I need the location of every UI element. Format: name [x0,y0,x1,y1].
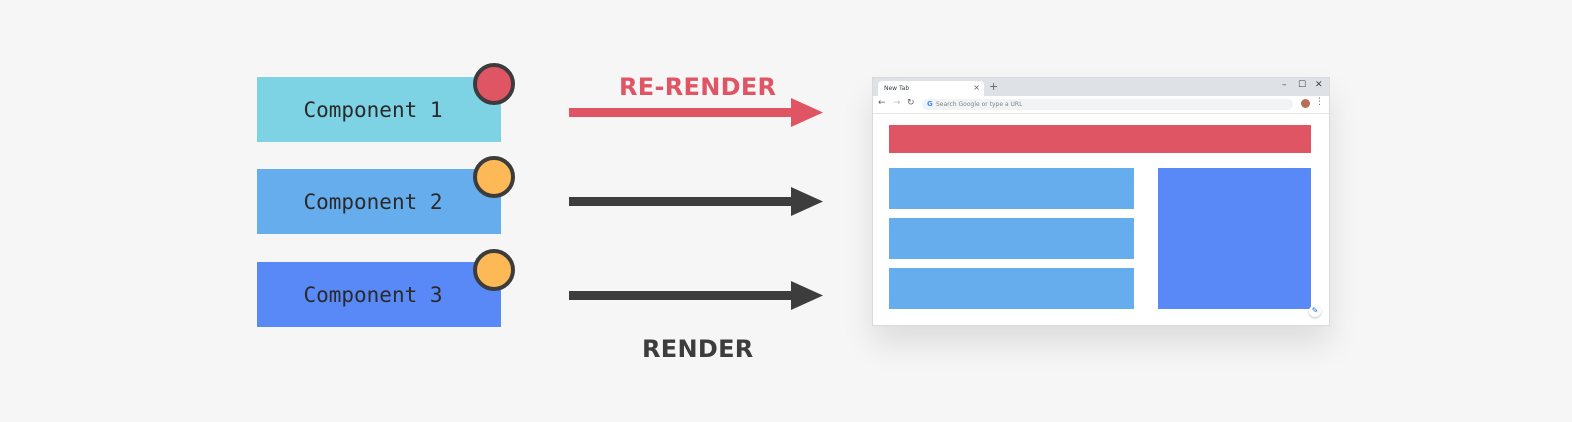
page-header-block [889,125,1311,153]
tab-strip: New Tab × + – ☐ ✕ [873,78,1329,96]
component-1-box: Component 1 [257,77,501,142]
component-2-status-dot [473,156,515,198]
tab-close-icon[interactable]: × [973,83,980,92]
page-list-block-1 [889,168,1134,209]
close-window-icon[interactable]: ✕ [1315,80,1323,90]
component-1-label: Component 1 [303,97,443,122]
omnibox-input[interactable]: G Search Google or type a URL [922,99,1293,110]
back-icon[interactable]: ← [878,98,886,108]
menu-icon[interactable]: ⋮ [1315,97,1324,107]
reload-icon[interactable]: ↻ [907,98,915,108]
browser-toolbar: ← → ↻ G Search Google or type a URL ⋮ [873,96,1329,114]
google-logo-icon: G [927,100,933,108]
re-render-label: RE-RENDER [619,73,777,101]
component-2-box: Component 2 [257,169,501,234]
tab-new-tab[interactable]: New Tab × [878,81,984,96]
component-3-status-dot [473,249,515,291]
page-list-block-2 [889,218,1134,259]
render-arrow-2 [569,187,823,216]
forward-icon[interactable]: → [893,98,901,108]
avatar[interactable] [1301,99,1310,108]
new-tab-icon[interactable]: + [989,80,999,93]
tab-title: New Tab [884,85,910,92]
re-render-arrow [569,98,823,127]
render-arrow-3 [569,281,823,310]
browser-window: New Tab × + – ☐ ✕ ← → ↻ G Search Google … [872,77,1330,326]
edit-pencil-icon[interactable]: ✎ [1309,305,1321,317]
component-3-box: Component 3 [257,262,501,327]
page-sidebar-block [1158,168,1311,309]
component-3-label: Component 3 [303,282,443,307]
maximize-icon[interactable]: ☐ [1298,80,1307,90]
omnibox-placeholder: Search Google or type a URL [936,100,1023,108]
page-list-block-3 [889,268,1134,309]
component-1-status-dot [473,63,515,105]
component-2-label: Component 2 [303,189,443,214]
render-label: RENDER [642,335,754,363]
minimize-icon[interactable]: – [1282,80,1287,90]
